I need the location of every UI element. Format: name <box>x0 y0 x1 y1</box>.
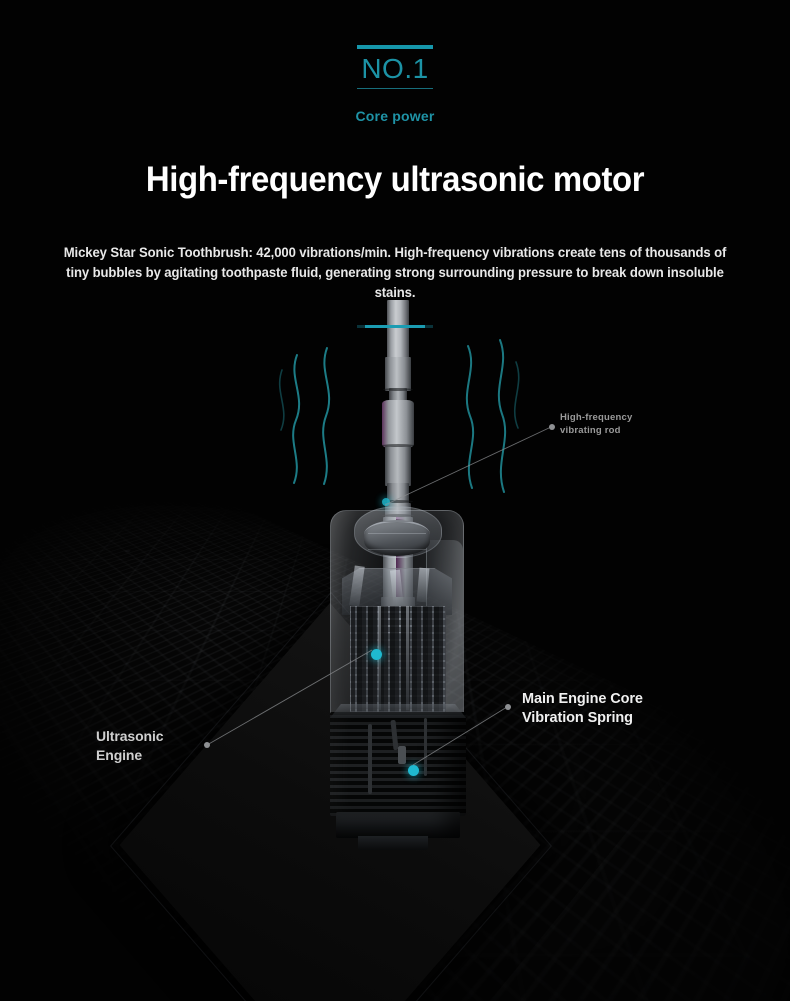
base-wire <box>368 724 372 794</box>
rod-ring <box>382 444 414 447</box>
badge-top-bar <box>357 45 433 49</box>
base-component <box>398 746 406 764</box>
base-wire <box>424 718 427 776</box>
motor-coil-stack <box>350 606 446 712</box>
no1-badge-inner: NO.1 <box>351 45 439 89</box>
callout-line-2: Vibration Spring <box>522 710 633 726</box>
hotspot-dot-icon[interactable] <box>371 649 382 660</box>
accent-bar <box>365 325 425 328</box>
rod-ring <box>383 388 413 391</box>
rod-segment <box>387 300 409 360</box>
rod-segment <box>382 400 414 448</box>
rod-segment <box>389 388 407 402</box>
base-bevel <box>330 704 466 718</box>
callout-line-2: vibrating rod <box>560 425 621 436</box>
hotspot-dot-icon[interactable] <box>408 765 419 776</box>
base-foot-lower <box>358 836 428 850</box>
hotspot-dot-icon[interactable] <box>382 498 390 506</box>
description-paragraph: Mickey Star Sonic Toothbrush: 42,000 vib… <box>63 245 727 300</box>
rod-segment <box>385 446 411 486</box>
page-title: High-frequency ultrasonic motor <box>145 160 645 199</box>
coil-divider <box>406 606 409 710</box>
callout-dot-marker <box>505 704 511 710</box>
callout-dot-marker <box>549 424 555 430</box>
motor-housing <box>330 506 464 720</box>
engine-base <box>330 712 466 816</box>
product-scene <box>0 300 790 1001</box>
callout-line-2: Engine <box>96 747 143 763</box>
callout-dot-marker <box>204 742 210 748</box>
base-foot <box>336 812 460 838</box>
callout-line-1: Ultrasonic <box>96 728 164 744</box>
callout-vibrating-rod: High-frequency vibrating rod <box>560 411 632 437</box>
rod-segment <box>385 357 411 391</box>
callout-main-engine-spring: Main Engine Core Vibration Spring <box>522 690 643 728</box>
callout-ultrasonic-engine: Ultrasonic Engine <box>96 727 164 765</box>
badge-number: NO.1 <box>361 53 429 84</box>
no1-badge: NO.1 <box>0 45 790 89</box>
callout-line-1: High-frequency <box>560 412 633 423</box>
housing-collar <box>364 520 430 556</box>
callout-line-1: Main Engine Core <box>522 691 643 707</box>
badge-caption: Core power <box>355 108 435 124</box>
badge-bottom-bar <box>357 88 433 89</box>
